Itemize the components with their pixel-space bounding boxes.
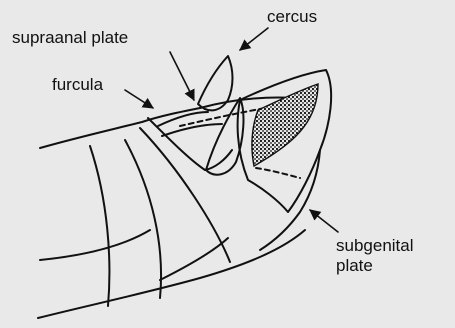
subgenital-ventral-edge (260, 150, 320, 250)
segment-line-1 (90, 146, 109, 306)
cercus-left (198, 56, 233, 110)
furcula-prong (158, 112, 208, 126)
sternite-line-1 (40, 230, 150, 260)
arrow-furcula (125, 90, 153, 108)
arrow-supraanal-plate (170, 52, 194, 100)
segment-line-3 (140, 128, 230, 262)
subgenital-dashed-line (256, 168, 300, 178)
segment-line-2 (125, 140, 161, 298)
dorsal-outline (40, 108, 200, 148)
stippled-membrane (252, 84, 318, 166)
arrow-cercus (240, 28, 268, 50)
sternite-line-2 (160, 238, 228, 280)
furcula-prong-2 (162, 124, 222, 136)
arrow-subgenital-plate (310, 210, 338, 232)
